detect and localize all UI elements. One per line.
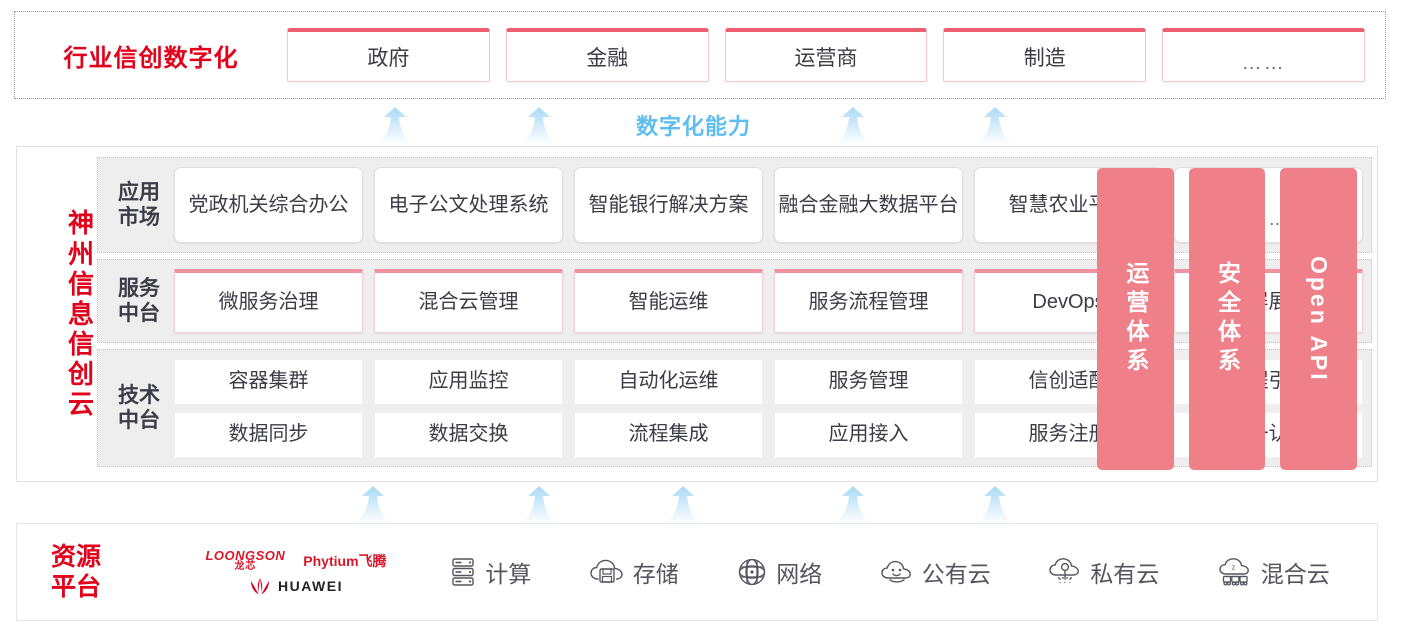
up-arrow-icon	[830, 107, 876, 145]
tech-cell-data-exchange[interactable]: 数据交换	[374, 411, 563, 458]
resource-platform-panel: 资源 平台 LOONGSON 龙芯 Phytium飞腾 HUAWEI	[16, 523, 1378, 621]
industry-box-telecom[interactable]: 运营商	[724, 28, 928, 82]
resource-item-hybrid-cloud[interactable]: z 混合云	[1218, 555, 1330, 589]
resource-item-network[interactable]: 网络	[737, 555, 822, 589]
pillar-label: Open API	[1306, 255, 1333, 383]
pillar-security-system[interactable]: 安全体系	[1188, 168, 1266, 470]
svg-text:z: z	[1232, 565, 1236, 572]
up-arrow-icon	[516, 107, 562, 145]
cloud-title-char: 信	[67, 268, 94, 299]
cloud-title-char: 创	[67, 359, 94, 390]
svc-cell-hybrid-cloud-mgmt[interactable]: 混合云管理	[374, 269, 563, 333]
up-arrow-icon	[660, 486, 706, 524]
tech-cell-service-mgmt[interactable]: 服务管理	[774, 358, 963, 405]
resource-item-public-cloud[interactable]: 公有云	[881, 555, 991, 589]
cloud-title-char: 神	[67, 208, 94, 239]
public-cloud-icon	[881, 560, 911, 583]
tech-cell-app-access[interactable]: 应用接入	[774, 411, 963, 458]
pillar-label: 运营体系	[1122, 261, 1149, 377]
up-arrow-icon	[350, 486, 396, 524]
resource-item-label: 存储	[632, 561, 679, 587]
resource-item-label: 计算	[485, 561, 532, 587]
svc-cell-aiops[interactable]: 智能运维	[574, 269, 763, 333]
up-arrow-icon	[516, 486, 562, 524]
huawei-flower-icon	[251, 578, 269, 594]
loongson-logo-cn: 龙芯	[234, 561, 257, 572]
row-label-technology-platform: 技术 中台	[118, 383, 160, 432]
up-arrow-icon	[972, 486, 1018, 524]
row-technology-platform: 技术 中台 容器集群 应用监控 自动化运维 服务管理 信创适配 流程引擎 数据同…	[97, 349, 1372, 467]
vertical-pillars: 运营体系 安全体系 Open API	[1097, 168, 1358, 470]
app-cell-smart-bank[interactable]: 智能银行解决方案	[574, 167, 763, 243]
industry-box-manufacturing[interactable]: 制造	[943, 28, 1147, 82]
capability-label: 数字化能力	[636, 114, 752, 139]
loongson-logo: LOONGSON 龙芯	[205, 549, 285, 572]
pillar-open-api[interactable]: Open API	[1280, 168, 1358, 470]
cloud-title-char: 州	[67, 238, 94, 269]
resource-item-compute[interactable]: 计算	[450, 555, 531, 589]
tech-cell-app-monitoring[interactable]: 应用监控	[374, 358, 563, 405]
app-cell-fin-bigdata[interactable]: 融合金融大数据平台	[774, 167, 963, 243]
resource-item-label: 私有云	[1090, 561, 1160, 587]
cloud-title-char: 息	[67, 298, 94, 329]
app-cell-gov-office[interactable]: 党政机关综合办公	[174, 167, 363, 243]
cloud-title-char: 信	[67, 329, 94, 360]
hybrid-cloud-icon: z	[1219, 558, 1249, 586]
tech-cell-process-integration[interactable]: 流程集成	[574, 411, 763, 458]
resource-item-storage[interactable]: 存储	[590, 555, 679, 589]
resource-item-label: 网络	[776, 561, 823, 587]
technology-platform-cells: 容器集群 应用监控 自动化运维 服务管理 信创适配 流程引擎 数据同步 数据交换…	[172, 358, 1371, 458]
tech-cell-container-cluster[interactable]: 容器集群	[174, 358, 363, 405]
network-mesh-icon	[739, 558, 766, 586]
resource-item-list: 计算 存储	[421, 555, 1377, 589]
capability-arrow-strip: 数字化能力	[0, 101, 1402, 145]
private-cloud-icon	[1049, 558, 1080, 583]
cloud-storage-icon	[590, 559, 623, 583]
industry-band-title: 行业信创数字化	[63, 44, 239, 72]
cloud-title-char: 云	[67, 389, 94, 420]
huawei-logo: HUAWEI	[249, 577, 343, 595]
tech-cell-automated-ops[interactable]: 自动化运维	[574, 358, 763, 405]
server-icon	[452, 558, 474, 586]
phytium-logo: Phytium飞腾	[303, 552, 387, 569]
huawei-logo-text: HUAWEI	[278, 578, 343, 594]
cloud-platform-title: 神 州 信 息 信 创 云	[53, 161, 109, 467]
app-cell-edoc-system[interactable]: 电子公文处理系统	[374, 167, 563, 243]
industry-box-list: 政府 金融 运营商 制造 ……	[287, 28, 1385, 82]
up-arrow-icon	[830, 486, 876, 524]
pillar-label: 安全体系	[1214, 261, 1241, 377]
vendor-logo-row-1: LOONGSON 龙芯 Phytium飞腾	[205, 549, 386, 572]
tech-cell-data-sync[interactable]: 数据同步	[174, 411, 363, 458]
industry-band: 行业信创数字化 政府 金融 运营商 制造 ……	[14, 11, 1386, 99]
cloud-rows-area: 应用 市场 党政机关综合办公 电子公文处理系统 智能银行解决方案 融合金融大数据…	[97, 157, 1372, 475]
svc-cell-service-process-mgmt[interactable]: 服务流程管理	[774, 269, 963, 333]
industry-box-government[interactable]: 政府	[287, 28, 490, 82]
tech-cells-row-1: 容器集群 应用监控 自动化运维 服务管理 信创适配 流程引擎	[174, 358, 1363, 405]
resource-platform-title: 资源 平台	[51, 543, 102, 601]
resource-item-label: 公有云	[921, 561, 991, 587]
loongson-logo-en: LOONGSON	[205, 548, 286, 563]
row-label-application-market: 应用 市场	[118, 180, 160, 229]
pillar-operations-system[interactable]: 运营体系	[1097, 168, 1174, 470]
application-market-cells: 党政机关综合办公 电子公文处理系统 智能银行解决方案 融合金融大数据平台 智慧农…	[172, 167, 1371, 243]
row-label-service-platform: 服务 中台	[118, 276, 160, 325]
resource-arrow-strip	[0, 484, 1402, 524]
up-arrow-icon	[372, 107, 418, 145]
row-service-platform: 服务 中台 微服务治理 混合云管理 智能运维 服务流程管理 DevOps 大屏展…	[97, 259, 1372, 343]
resource-item-label: 混合云	[1260, 561, 1330, 587]
industry-box-finance[interactable]: 金融	[505, 28, 709, 82]
resource-item-private-cloud[interactable]: 私有云	[1049, 555, 1159, 589]
up-arrow-icon	[972, 107, 1018, 145]
vendor-logos: LOONGSON 龙芯 Phytium飞腾 HUAWEI	[171, 549, 421, 595]
industry-box-more[interactable]: ……	[1162, 28, 1365, 82]
svc-cell-microservice-gov[interactable]: 微服务治理	[174, 269, 363, 333]
